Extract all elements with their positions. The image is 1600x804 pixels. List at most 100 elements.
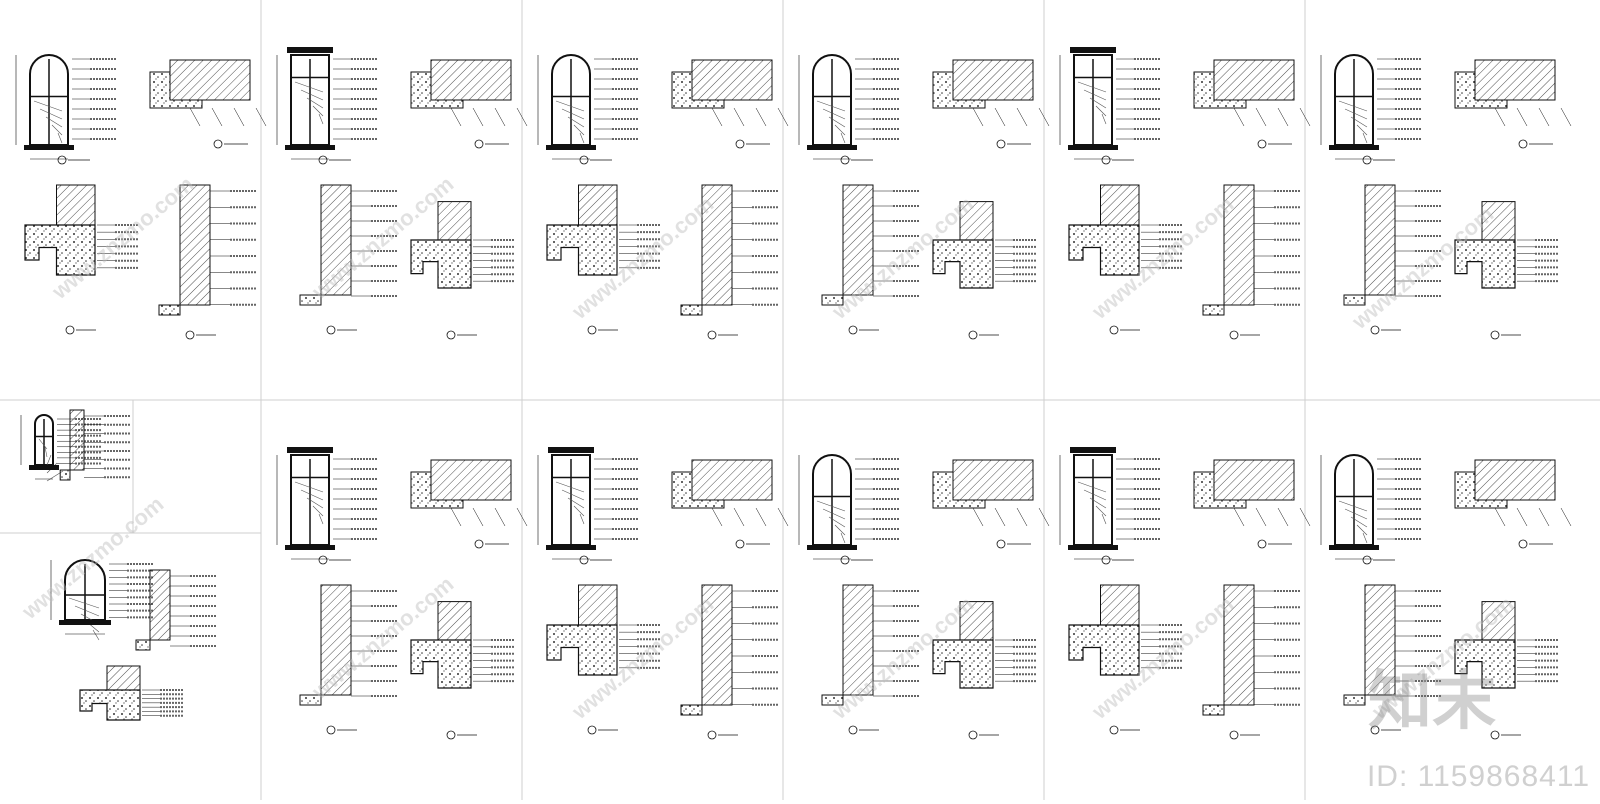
glass-hatch <box>822 108 846 120</box>
detail-callout-circle <box>326 325 336 335</box>
sill-section <box>1343 694 1366 706</box>
cornice-profile <box>546 624 618 676</box>
wall-hatch <box>1100 184 1140 226</box>
glass-hatch <box>1362 532 1368 544</box>
detail-panel <box>1320 54 1572 340</box>
leader-line <box>1494 107 1506 127</box>
wall-hatch <box>578 584 618 626</box>
glass-hatch <box>816 500 846 512</box>
window-sill <box>1068 545 1118 550</box>
glass-hatch <box>1362 132 1368 144</box>
leader-line <box>1255 107 1267 127</box>
wall-hatch <box>1223 184 1255 306</box>
detail-callout-circle <box>735 539 745 549</box>
leader-line <box>1299 107 1311 127</box>
slab-hatch <box>1474 459 1556 501</box>
id-watermark: ID: 1159868411 <box>1366 760 1590 793</box>
leader-line <box>711 107 723 127</box>
detail-callout-circle <box>446 730 456 740</box>
leader-line <box>233 107 245 127</box>
detail-callout-circle <box>1229 730 1239 740</box>
glass-hatch <box>1101 113 1107 125</box>
detail-callout-circle <box>587 325 597 335</box>
wall-hatch <box>1481 601 1516 641</box>
glass-hatch <box>1344 508 1368 520</box>
lintel-profile <box>410 471 464 509</box>
sill-section <box>135 639 151 651</box>
glass-hatch <box>579 132 585 144</box>
glass-hatch <box>300 89 324 101</box>
detail-callout-circle <box>1370 725 1380 735</box>
cornice-profile <box>546 224 618 276</box>
detail-panels <box>15 47 1572 740</box>
window-sill <box>285 145 335 150</box>
leader-line <box>1277 107 1289 127</box>
wall-hatch <box>959 201 994 241</box>
detail-panel <box>1059 47 1311 340</box>
wall-hatch <box>1364 584 1396 696</box>
glass-hatch <box>44 446 48 458</box>
wall-hatch <box>959 601 994 641</box>
detail-panel <box>1059 447 1311 740</box>
glass-hatch <box>840 532 846 544</box>
detail-callout-circle <box>1518 539 1528 549</box>
wall-hatch <box>701 184 733 306</box>
detail-callout-circle <box>1109 325 1119 335</box>
window-head <box>1070 47 1116 53</box>
glass-hatch <box>45 116 63 128</box>
leader-line <box>472 107 484 127</box>
leader-line <box>1560 507 1572 527</box>
lintel-profile <box>671 71 725 109</box>
glass-hatch <box>1083 89 1107 101</box>
detail-callout-circle <box>65 325 75 335</box>
glass-hatch <box>1089 497 1107 509</box>
leader-line <box>1538 107 1550 127</box>
leader-line <box>1038 107 1050 127</box>
glass-hatch <box>1338 100 1368 112</box>
glass-hatch <box>1095 505 1107 517</box>
wall-hatch <box>842 584 874 696</box>
wall-hatch <box>437 601 472 641</box>
detail-panel <box>537 54 789 340</box>
wall-hatch <box>1100 584 1140 626</box>
window-frame <box>29 54 69 146</box>
window-sill <box>1329 545 1379 550</box>
leader-line <box>1255 507 1267 527</box>
glass-hatch <box>1077 81 1107 93</box>
sill-section <box>1343 294 1366 306</box>
lintel-profile <box>410 71 464 109</box>
detail-callout-circle <box>735 139 745 149</box>
detail-panel <box>276 447 528 740</box>
cornice-profile <box>932 239 994 289</box>
glass-hatch <box>306 97 324 109</box>
glass-hatch <box>39 108 63 120</box>
glass-hatch <box>300 489 324 501</box>
detail-callout-circle <box>848 325 858 335</box>
wall-hatch <box>842 184 874 296</box>
detail-callout-circle <box>213 139 223 149</box>
glass-hatch <box>573 505 585 517</box>
glass-hatch <box>840 132 846 144</box>
window-sill <box>546 545 596 550</box>
lintel-profile <box>671 471 725 509</box>
wall-hatch <box>179 184 211 306</box>
detail-callout-circle <box>707 330 717 340</box>
detail-callout-circle <box>57 155 67 165</box>
glass-hatch <box>555 481 585 493</box>
slab-hatch <box>691 459 773 501</box>
detail-callout-circle <box>1362 555 1372 565</box>
leader-line <box>189 107 201 127</box>
slab-hatch <box>169 59 251 101</box>
window-sill <box>24 145 74 150</box>
glass-hatch <box>828 516 846 528</box>
detail-callout-circle <box>848 725 858 735</box>
glass-hatch <box>1356 524 1368 536</box>
leader-line <box>450 507 462 527</box>
leader-line <box>1016 107 1028 127</box>
glass-hatch <box>573 124 585 136</box>
window-sill <box>546 145 596 150</box>
leader-line <box>733 507 745 527</box>
wall-hatch <box>1364 184 1396 296</box>
